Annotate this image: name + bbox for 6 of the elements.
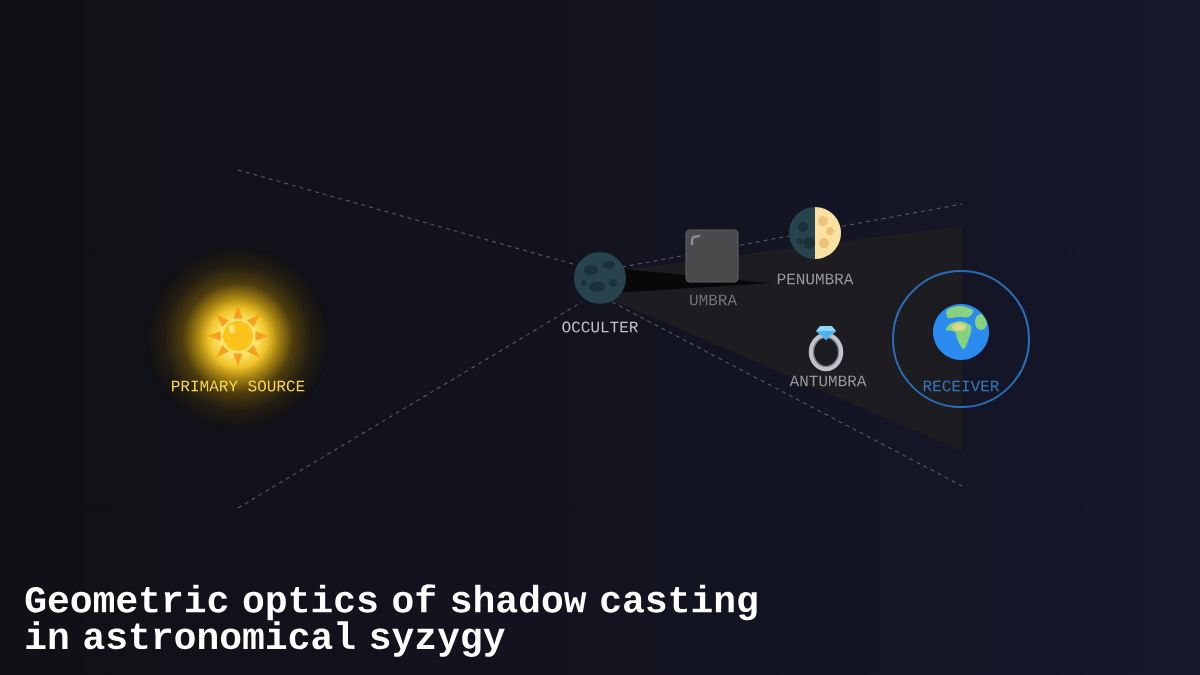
title: Geometric optics of shadow casting in astronomical syzygy: [25, 584, 757, 657]
object-label: UMBRA: [690, 294, 737, 306]
object-label: PENUMBRA: [777, 273, 854, 285]
object-label: PRIMARY SOURCE: [172, 380, 305, 392]
object-label: ANTUMBRA: [789, 375, 867, 387]
object-label: OCCULTER: [562, 321, 638, 333]
